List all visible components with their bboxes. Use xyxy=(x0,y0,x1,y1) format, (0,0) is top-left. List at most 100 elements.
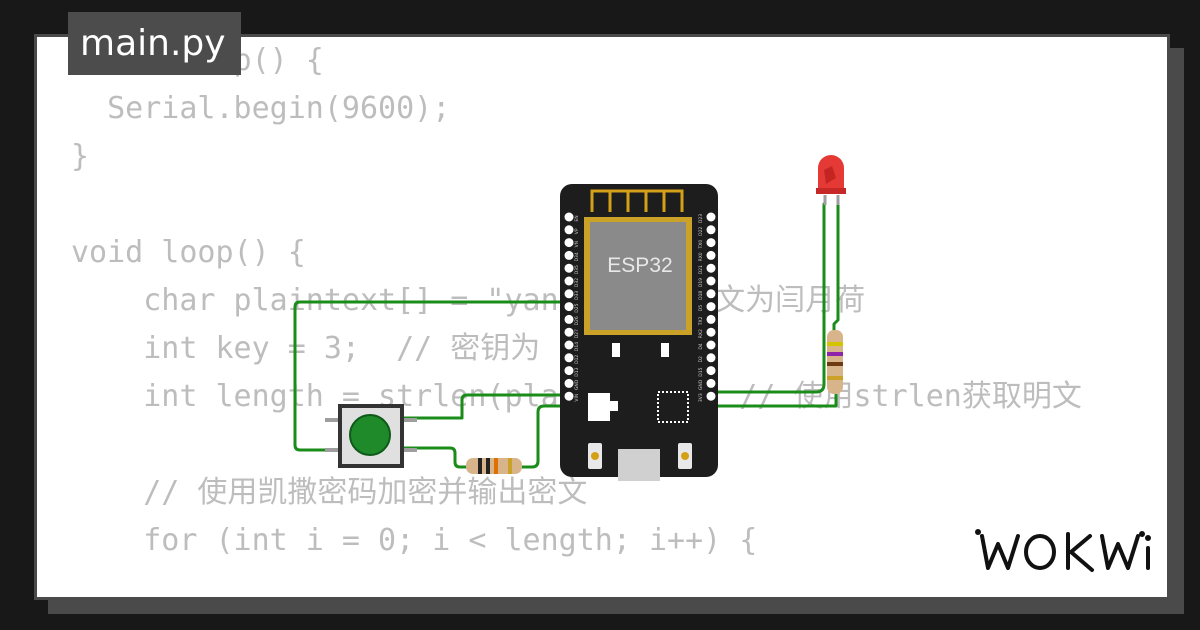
right-pin-d4[interactable] xyxy=(706,340,716,350)
wire-button-resistor xyxy=(402,446,470,469)
right-pin-d18[interactable] xyxy=(706,289,716,299)
resistor-band xyxy=(827,342,843,346)
wire-button-gnd xyxy=(402,393,571,420)
left-pin-label: VP xyxy=(574,228,580,234)
left-pin-label: D32 xyxy=(574,278,580,287)
left-pin-en[interactable] xyxy=(564,212,574,222)
left-pin-vp[interactable] xyxy=(564,225,574,235)
right-pin-label: D15 xyxy=(698,367,704,376)
button-leg xyxy=(325,418,339,422)
right-pin-label: 3V3 xyxy=(698,393,704,402)
left-pin-label: VN xyxy=(574,241,580,247)
right-pin-3v3[interactable] xyxy=(706,391,716,401)
left-pin-label: EN xyxy=(574,215,580,221)
left-pin-d12[interactable] xyxy=(564,353,574,363)
resistor-band xyxy=(478,458,482,474)
usb-port xyxy=(618,449,660,481)
left-pin-label: D12 xyxy=(574,355,580,364)
reset-button-cap xyxy=(681,452,689,460)
right-pin-d19[interactable] xyxy=(706,276,716,286)
left-pin-label: D35 xyxy=(574,265,580,274)
right-pin-tx0[interactable] xyxy=(706,238,716,248)
right-pin-label: D23 xyxy=(698,214,704,223)
right-pin-label: D5 xyxy=(698,305,704,311)
right-pin-d23[interactable] xyxy=(706,212,716,222)
boot-button-cap xyxy=(591,452,599,460)
right-pin-d5[interactable] xyxy=(706,302,716,312)
resistor-button[interactable] xyxy=(466,458,522,474)
file-tab[interactable]: main.py xyxy=(68,12,241,75)
left-pin-label: VIN xyxy=(574,394,580,402)
led-indicator xyxy=(612,343,620,357)
left-pin-gnd[interactable] xyxy=(564,378,574,388)
left-pin-label: D14 xyxy=(574,342,580,351)
right-pin-rx0[interactable] xyxy=(706,250,716,260)
left-pin-header: ENVPVND34D35D32D33D25D26D27D14D12D13GNDV… xyxy=(564,212,580,402)
right-pin-label: RX0 xyxy=(698,252,704,261)
left-pin-label: D27 xyxy=(574,329,580,338)
right-pin-label: D18 xyxy=(698,291,704,300)
right-pin-d21[interactable] xyxy=(706,263,716,273)
button-leg xyxy=(403,448,417,452)
code-line: int key = 3; // 密钥为 xyxy=(71,331,541,366)
right-pin-rx2[interactable] xyxy=(706,327,716,337)
right-pin-label: D4 xyxy=(698,343,704,349)
wire-gnd-resistor xyxy=(709,393,838,408)
resistor-band xyxy=(486,458,490,474)
right-pin-d22[interactable] xyxy=(706,225,716,235)
left-pin-d25[interactable] xyxy=(564,302,574,312)
button-leg xyxy=(403,418,417,422)
left-pin-vn[interactable] xyxy=(564,238,574,248)
resistor-band xyxy=(827,362,843,366)
right-pin-label: RX2 xyxy=(698,329,704,338)
wires xyxy=(293,201,840,469)
right-pin-label: D21 xyxy=(698,265,704,274)
wire-led-resistor xyxy=(832,201,840,332)
left-pin-d27[interactable] xyxy=(564,327,574,337)
esp32-board[interactable]: ESP32 ENVPVND34D35D32D33D25D26D27D14D12D… xyxy=(560,184,718,481)
resistor-band xyxy=(508,458,512,474)
right-pin-label: GND xyxy=(698,379,704,390)
left-pin-label: D34 xyxy=(574,252,580,261)
left-pin-vin[interactable] xyxy=(564,391,574,401)
left-pin-d33[interactable] xyxy=(564,289,574,299)
resistor-band xyxy=(494,458,498,474)
left-pin-d34[interactable] xyxy=(564,250,574,260)
left-pin-label: D13 xyxy=(574,367,580,376)
left-pin-d32[interactable] xyxy=(564,276,574,286)
led-rim xyxy=(816,188,846,194)
regulator xyxy=(588,393,610,421)
right-pin-label: D2 xyxy=(698,356,704,362)
right-pin-gnd[interactable] xyxy=(706,378,716,388)
left-pin-d35[interactable] xyxy=(564,263,574,273)
button-cap xyxy=(349,414,391,456)
right-pin-tx2[interactable] xyxy=(706,314,716,324)
left-pin-d14[interactable] xyxy=(564,340,574,350)
right-pin-d15[interactable] xyxy=(706,366,716,376)
code-line: void loop() { xyxy=(71,235,306,270)
right-pin-d2[interactable] xyxy=(706,353,716,363)
code-line: for (int i = 0; i < length; i++) { xyxy=(71,523,758,558)
chip-label: ESP32 xyxy=(607,254,672,277)
button-leg xyxy=(325,448,339,452)
left-pin-d13[interactable] xyxy=(564,366,574,376)
antenna-trace xyxy=(590,189,684,212)
resistor-band xyxy=(827,376,843,380)
led-die xyxy=(824,166,836,184)
usb-uart-chip xyxy=(657,391,689,423)
right-pin-label: TX2 xyxy=(698,316,704,326)
red-led[interactable] xyxy=(816,155,846,205)
code-line: } xyxy=(71,139,90,174)
regulator-tab xyxy=(610,401,618,411)
led-indicator xyxy=(661,343,669,357)
resistor-led[interactable] xyxy=(827,330,843,394)
left-pin-label: D33 xyxy=(574,291,580,300)
left-pin-label: D26 xyxy=(574,316,580,325)
wire-d33-button xyxy=(293,300,571,452)
left-pin-label: D25 xyxy=(574,303,580,312)
push-button[interactable] xyxy=(325,404,417,468)
wire-d15-led xyxy=(709,202,826,394)
left-pin-d26[interactable] xyxy=(564,314,574,324)
right-pin-label: TX0 xyxy=(698,240,704,250)
